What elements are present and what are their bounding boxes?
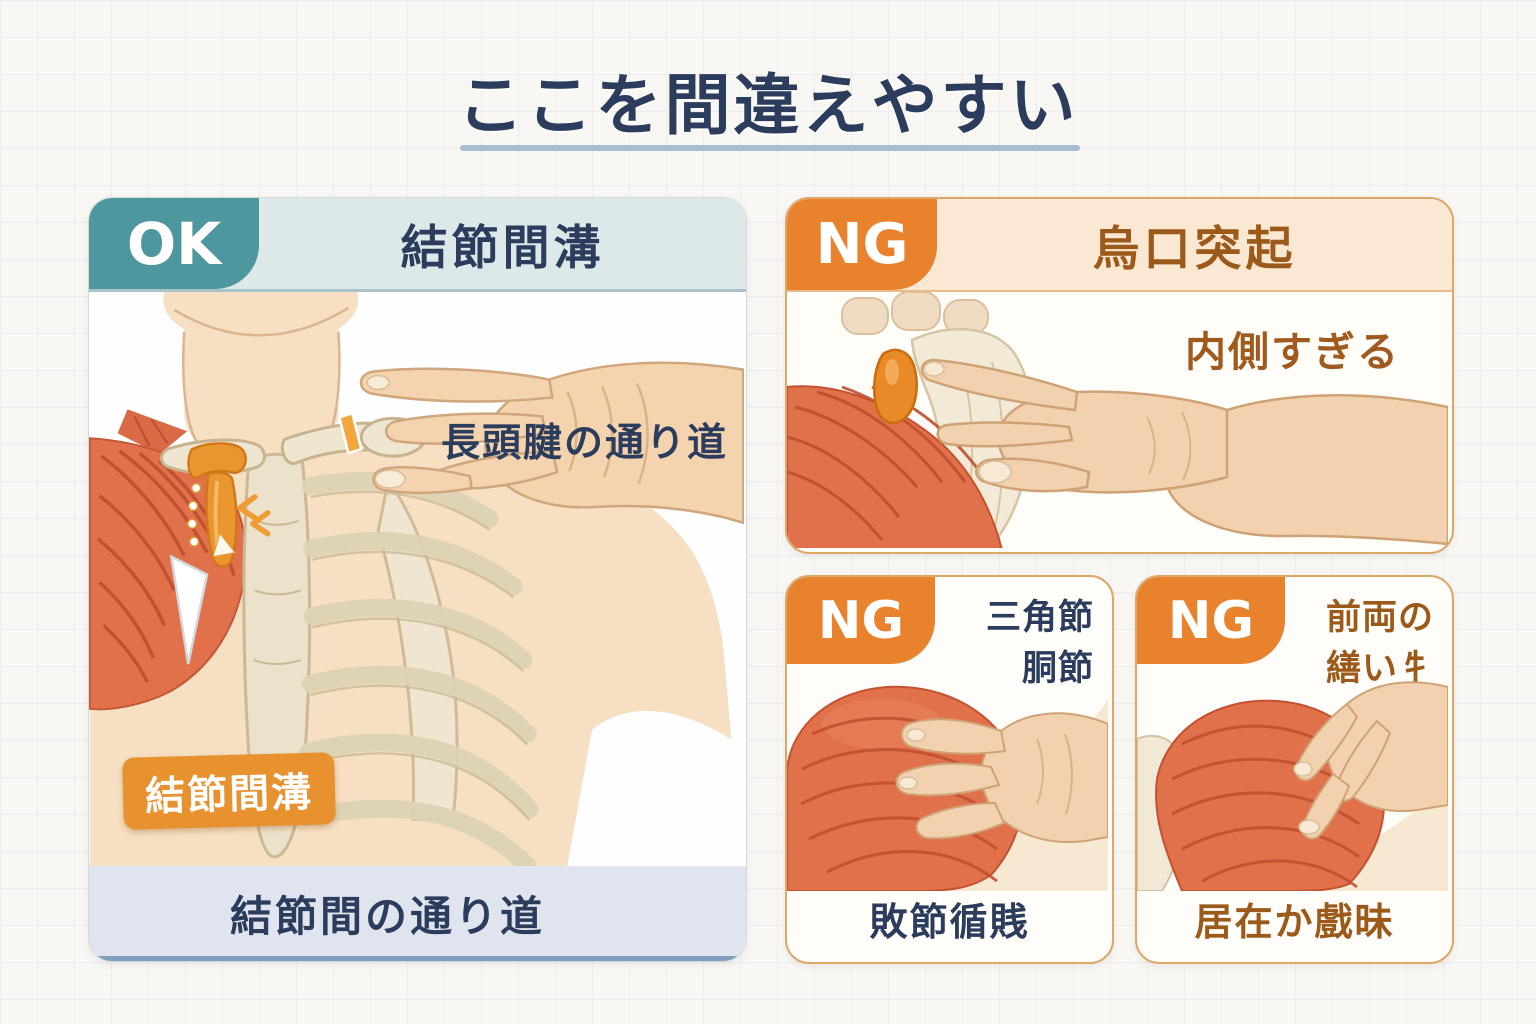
ng2-hand bbox=[895, 712, 1108, 843]
heading-line-1: 三角節 bbox=[985, 598, 1094, 638]
ng1-muscle bbox=[787, 385, 1003, 548]
callout-wedge bbox=[169, 554, 209, 665]
ok-panel-footer: 結節間の通り道 bbox=[89, 866, 746, 961]
ng-coracoid-heading: 烏口突起 bbox=[1092, 222, 1297, 277]
ng1-hand bbox=[920, 358, 1448, 546]
groove-pointer-label: 結節間溝 bbox=[122, 752, 336, 830]
skin-background bbox=[887, 699, 1108, 891]
ok-examiner-hand bbox=[359, 361, 744, 525]
ok-panel-body: 長頭腱の通り道 結節間溝 bbox=[89, 292, 744, 866]
ok-panel: OK 結節間溝 bbox=[88, 197, 747, 962]
ng-bottom-left-illustration bbox=[787, 685, 1108, 891]
groove-marker bbox=[186, 411, 363, 568]
ng-bottom-right-heading: 前両の 繕い牜 bbox=[1287, 593, 1434, 695]
ng-bottom-right-caption: 居在か戲昧 bbox=[1194, 900, 1395, 944]
ng-badge: NG bbox=[787, 577, 935, 664]
ok-panel-header: OK 結節間溝 bbox=[89, 198, 746, 292]
ok-annotation: 長頭腱の通り道 bbox=[440, 421, 728, 466]
ng-bottom-left-heading: 三角節 胴節 bbox=[937, 593, 1094, 695]
skin-background bbox=[1257, 789, 1448, 891]
ng-coracoid-annotation: 内側すぎる bbox=[1185, 328, 1400, 376]
ng-bottom-right-panel: NG 前両の 繕い牜 bbox=[1135, 575, 1454, 964]
ng-coracoid-body: 内側すぎる bbox=[787, 292, 1448, 548]
ng-bottom-left-caption: 敗節循賎 bbox=[869, 900, 1030, 944]
ng-coracoid-header: NG 烏口突起 bbox=[787, 199, 1452, 292]
ok-panel-heading: 結節間溝 bbox=[400, 221, 605, 276]
background-fingers bbox=[841, 292, 989, 335]
ng-badge: NG bbox=[787, 199, 937, 290]
ng-coracoid-illustration bbox=[787, 292, 1448, 548]
ng-bottom-left-panel: NG 三角節 胴節 bbox=[785, 575, 1114, 964]
coracoid-marker bbox=[873, 348, 918, 425]
page-title: ここを間違えやすい bbox=[457, 67, 1079, 144]
ng-bottom-right-illustration bbox=[1137, 681, 1448, 891]
heading-line-2: 胴節 bbox=[1021, 648, 1094, 689]
ng-coracoid-panel: NG 烏口突起 bbox=[785, 197, 1454, 554]
ng-badge: NG bbox=[1137, 577, 1285, 664]
ok-badge: OK bbox=[89, 198, 259, 289]
ok-footer-caption: 結節間の通り道 bbox=[229, 892, 545, 941]
heading-line-1: 前両の bbox=[1325, 598, 1434, 638]
title-underline bbox=[460, 145, 1080, 151]
ng3-hand bbox=[1293, 681, 1448, 840]
